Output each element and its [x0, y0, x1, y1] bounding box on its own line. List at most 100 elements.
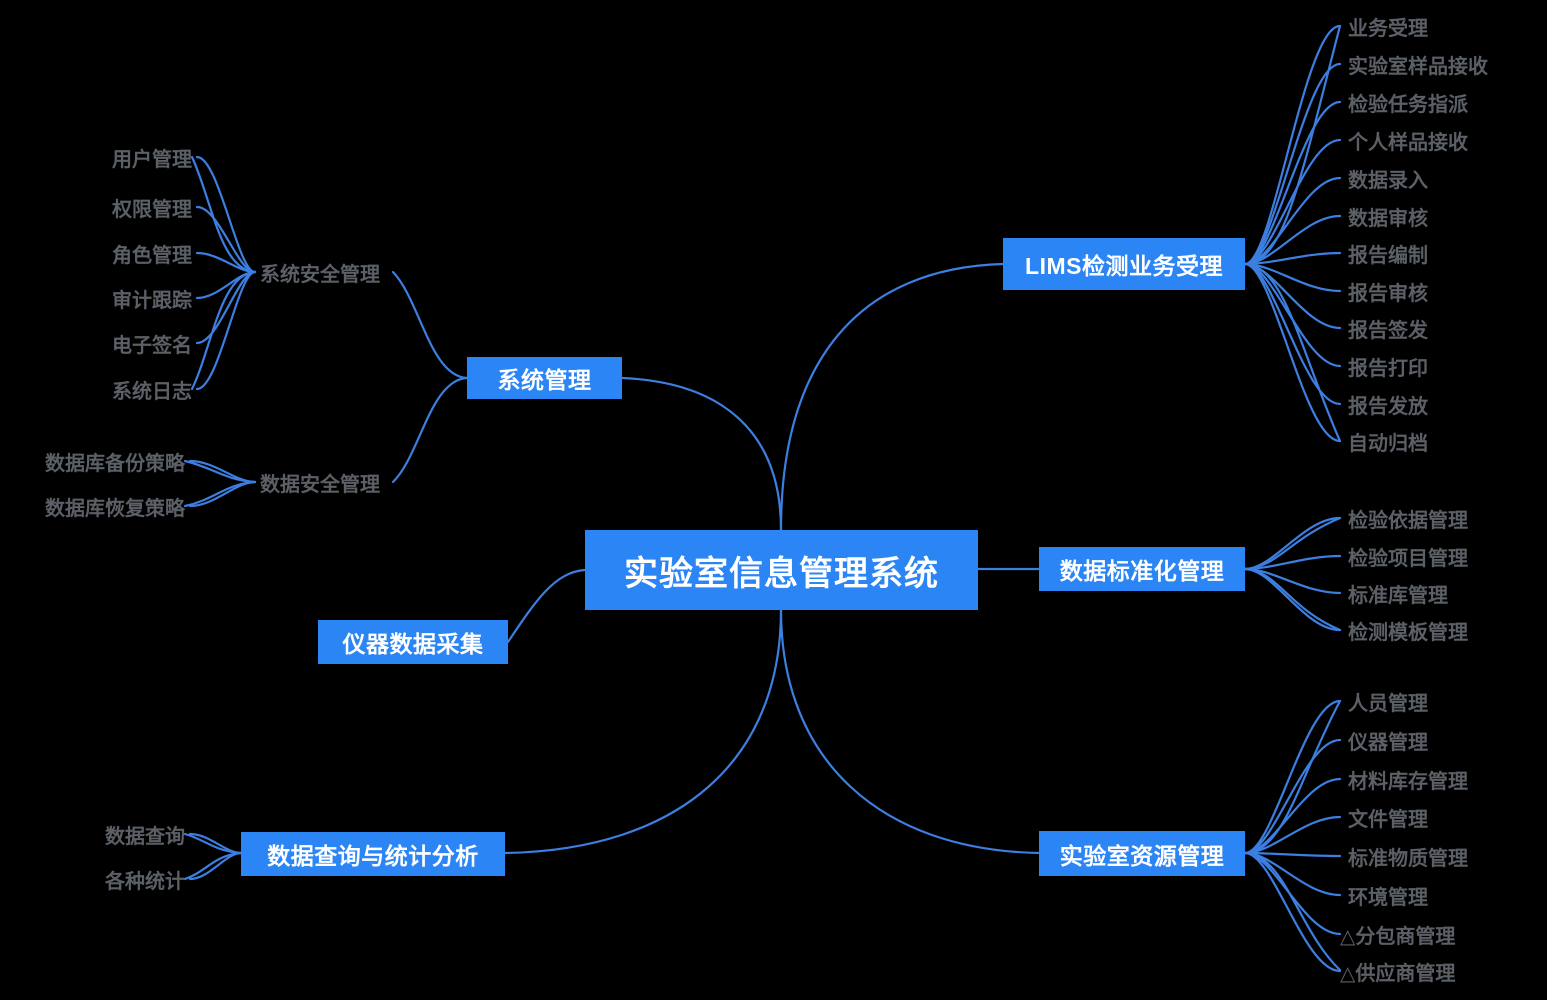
leaf-data-security-1-label: 数据库恢复策略: [45, 497, 185, 520]
leaf-data-security-0[interactable]: 数据库备份策略: [5, 447, 185, 475]
edge-leaf-lims-10: [1243, 262, 1342, 406]
branch-node-lims[interactable]: LIMS检测业务受理: [1003, 238, 1245, 290]
leaf-lims-2-label: 检验任务指派: [1348, 93, 1468, 116]
edge-leaf-lims-6: [1243, 251, 1342, 266]
leaf-resources-4[interactable]: 标准物质管理: [1348, 842, 1538, 870]
edge-leaf-query-1: [188, 851, 243, 881]
subgroup-node-data-security[interactable]: 数据安全管理: [260, 468, 400, 496]
edge-leaf-system-security-4: [195, 270, 257, 345]
leaf-standardization-0-label: 检验依据管理: [1348, 509, 1468, 532]
branch-node-instrument[interactable]: 仪器数据采集: [318, 620, 508, 664]
edge-datasecurity-child-1: [183, 480, 257, 508]
leaf-lims-11-label: 自动归档: [1348, 432, 1428, 455]
leaf-standardization-2[interactable]: 标准库管理: [1348, 579, 1538, 607]
leaf-data-security-1[interactable]: 数据库恢复策略: [5, 492, 185, 520]
leaf-lims-3[interactable]: 个人样品接收: [1348, 126, 1538, 154]
edge-leaf-system-security-2: [195, 251, 257, 274]
edge-leaf-resources-2: [1243, 777, 1342, 855]
leaf-lims-8[interactable]: 报告签发: [1348, 314, 1538, 342]
edge-leaf-lims-5: [1243, 214, 1342, 266]
leaf-system-security-0[interactable]: 用户管理: [12, 143, 192, 171]
leaf-resources-0[interactable]: 人员管理: [1348, 687, 1538, 715]
leaf-system-security-5[interactable]: 系统日志: [12, 375, 192, 403]
edge-leaf-data-security-1: [188, 480, 257, 508]
leaf-resources-2-label: 材料库存管理: [1348, 770, 1468, 793]
edge-root-instrument: [506, 568, 587, 644]
leaf-query-0[interactable]: 数据查询: [25, 820, 185, 848]
leaf-resources-7[interactable]: △供应商管理: [1340, 957, 1540, 985]
edge-standardization-child-3: [1243, 567, 1342, 632]
branch-node-lims-label: LIMS检测业务受理: [1025, 253, 1223, 279]
edge-lims-child-0: [1243, 24, 1342, 266]
edge-system-datasecurity: [391, 376, 469, 484]
edge-leaf-lims-3: [1243, 138, 1342, 266]
edge-leaf-resources-1: [1243, 738, 1342, 855]
edge-leaf-system-security-5: [195, 270, 257, 391]
branch-node-resources[interactable]: 实验室资源管理: [1039, 831, 1245, 876]
leaf-standardization-1[interactable]: 检验项目管理: [1348, 542, 1538, 570]
leaf-lims-11[interactable]: 自动归档: [1348, 427, 1538, 455]
leaf-data-security-0-label: 数据库备份策略: [45, 452, 185, 475]
leaf-query-1-label: 各种统计: [105, 870, 185, 893]
leaf-lims-10[interactable]: 报告发放: [1348, 390, 1538, 418]
edge-leaf-lims-4: [1243, 176, 1342, 266]
edge-security-child-0: [190, 155, 257, 274]
edge-leaf-lims-2: [1243, 100, 1342, 266]
leaf-query-1[interactable]: 各种统计: [25, 865, 185, 893]
leaf-resources-7-label: △供应商管理: [1340, 962, 1456, 985]
edge-security-child-5: [190, 270, 257, 391]
leaf-system-security-4[interactable]: 电子签名: [12, 329, 192, 357]
leaf-lims-4[interactable]: 数据录入: [1348, 164, 1538, 192]
edge-leaf-resources-0: [1243, 699, 1342, 855]
root-node[interactable]: 实验室信息管理系统: [585, 530, 978, 610]
leaf-resources-2[interactable]: 材料库存管理: [1348, 765, 1538, 793]
leaf-lims-7[interactable]: 报告审核: [1348, 277, 1538, 305]
edge-root-lims: [779, 262, 1005, 532]
leaf-lims-1-label: 实验室样品接收: [1348, 55, 1488, 78]
edge-leaf-standardization-3: [1243, 567, 1342, 632]
subgroup-node-system-security[interactable]: 系统安全管理: [260, 258, 400, 286]
leaf-lims-0[interactable]: 业务受理: [1348, 12, 1538, 40]
leaf-lims-5[interactable]: 数据审核: [1348, 202, 1538, 230]
edge-standardization-child-0: [1243, 516, 1342, 571]
leaf-lims-9[interactable]: 报告打印: [1348, 352, 1538, 380]
leaf-system-security-3[interactable]: 审计跟踪: [12, 284, 192, 312]
leaf-lims-6[interactable]: 报告编制: [1348, 239, 1538, 267]
branch-node-resources-label: 实验室资源管理: [1059, 842, 1225, 869]
edge-resources-child-0: [1243, 699, 1342, 855]
leaf-resources-3[interactable]: 文件管理: [1348, 803, 1538, 831]
edge-leaf-resources-6: [1243, 851, 1342, 936]
edge-leaf-system-security-3: [195, 270, 257, 300]
leaf-system-security-2[interactable]: 角色管理: [12, 239, 192, 267]
leaf-lims-9-label: 报告打印: [1348, 357, 1428, 380]
edge-leaf-lims-7: [1243, 262, 1342, 293]
edge-query-child-0: [183, 832, 243, 855]
edge-leaf-resources-5: [1243, 851, 1342, 897]
leaf-resources-6[interactable]: △分包商管理: [1340, 920, 1540, 948]
edge-leaf-lims-0: [1243, 24, 1342, 266]
branch-node-query[interactable]: 数据查询与统计分析: [241, 832, 505, 876]
leaf-lims-6-label: 报告编制: [1348, 244, 1428, 267]
edge-root-query: [503, 608, 783, 855]
leaf-standardization-0[interactable]: 检验依据管理: [1348, 504, 1538, 532]
edge-leaf-lims-11: [1243, 262, 1342, 443]
leaf-lims-0-label: 业务受理: [1348, 17, 1428, 40]
leaf-resources-4-label: 标准物质管理: [1348, 847, 1468, 870]
leaf-system-security-0-label: 用户管理: [112, 148, 192, 171]
leaf-lims-2[interactable]: 检验任务指派: [1348, 88, 1538, 116]
leaf-resources-1[interactable]: 仪器管理: [1348, 726, 1538, 754]
branch-node-standardization[interactable]: 数据标准化管理: [1039, 547, 1245, 591]
leaf-system-security-1[interactable]: 权限管理: [12, 193, 192, 221]
leaf-lims-1[interactable]: 实验室样品接收: [1348, 50, 1538, 78]
edge-leaf-lims-9: [1243, 262, 1342, 368]
edge-leaf-resources-3: [1243, 815, 1342, 855]
edge-leaf-resources-4: [1243, 851, 1342, 858]
leaf-standardization-3[interactable]: 检测模板管理: [1348, 616, 1538, 644]
edge-leaf-lims-8: [1243, 262, 1342, 330]
leaf-system-security-5-label: 系统日志: [112, 380, 192, 403]
leaf-resources-5[interactable]: 环境管理: [1348, 881, 1538, 909]
edge-resources-child-7: [1243, 851, 1342, 972]
leaf-standardization-3-label: 检测模板管理: [1348, 621, 1468, 644]
branch-node-system[interactable]: 系统管理: [467, 357, 622, 399]
